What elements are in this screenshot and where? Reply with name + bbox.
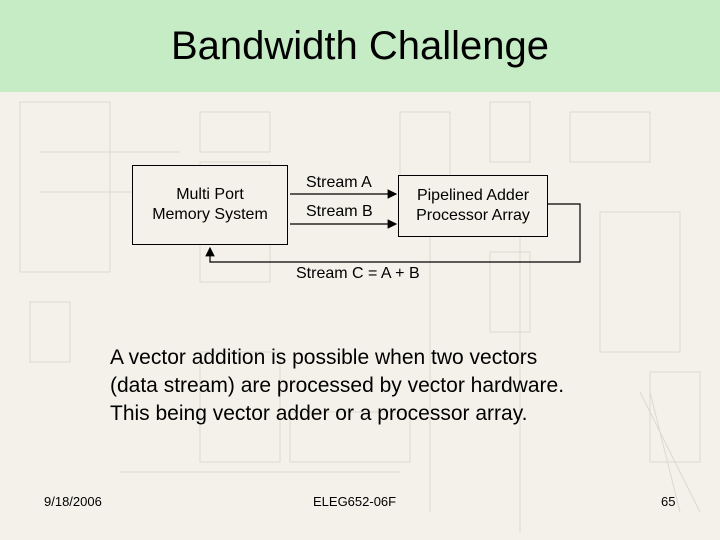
- memory-system-box: Multi Port Memory System: [132, 165, 288, 245]
- adder-box-line2: Processor Array: [416, 207, 530, 224]
- description-line2: (data stream) are processed by vector ha…: [110, 374, 565, 397]
- description-text: A vector addition is possible when two v…: [110, 344, 670, 428]
- description-line1: A vector addition is possible when two v…: [110, 346, 538, 369]
- memory-box-line1: Multi Port: [176, 186, 244, 203]
- title-bar: [0, 0, 720, 92]
- stream-c-label: Stream C = A + B: [296, 265, 420, 282]
- footer-page-number: 65: [661, 494, 676, 509]
- footer-date: 9/18/2006: [44, 494, 102, 509]
- footer-course: ELEG652-06F: [313, 494, 397, 509]
- slide-title: Bandwidth Challenge: [170, 24, 550, 68]
- memory-box-line2: Memory System: [152, 206, 268, 223]
- adder-array-box: Pipelined Adder Processor Array: [398, 175, 548, 237]
- description-line3: This being vector adder or a processor a…: [110, 402, 528, 425]
- stream-c-return-arrow: [205, 203, 581, 263]
- stream-b-label: Stream B: [306, 203, 373, 220]
- stream-a-label: Stream A: [306, 174, 372, 191]
- adder-box-line1: Pipelined Adder: [416, 187, 530, 204]
